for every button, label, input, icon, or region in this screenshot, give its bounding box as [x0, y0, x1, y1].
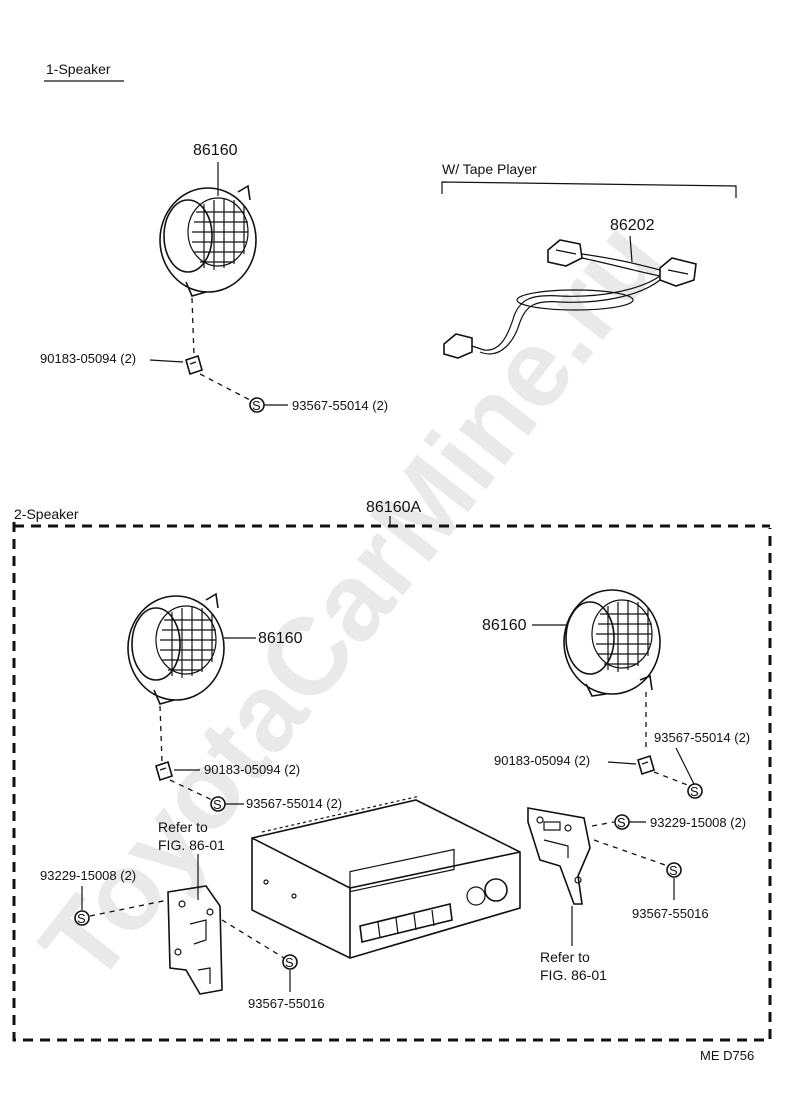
section1-dash-2 — [199, 373, 251, 401]
right-bracket-dash-2 — [593, 839, 669, 867]
right-screw-icon: S — [687, 783, 703, 799]
right-speaker-icon — [563, 589, 661, 697]
watermark-text: ToyotaCarMine.ru — [17, 199, 685, 1005]
left-bracket-icon — [167, 885, 223, 995]
right-bracket-dash-1 — [591, 821, 615, 827]
right-bracket-screw-part: 93229-15008 (2) — [650, 815, 746, 830]
left-bracket-screw-icon: S — [74, 910, 90, 926]
left-bracket-screw2-icon: S — [282, 954, 298, 970]
left-speaker-part: 86160 — [258, 630, 303, 647]
section1-title: 1-Speaker — [46, 61, 111, 77]
right-screw-symbol: S — [690, 784, 699, 799]
footer-code: ME D756 — [700, 1048, 754, 1063]
left-bracket-dash-1 — [89, 899, 169, 917]
left-bracket-screw2-symbol: S — [285, 955, 294, 970]
assembly-part: 86160A — [366, 499, 421, 516]
right-screw-leader — [675, 747, 695, 785]
tape-player-bracket — [441, 181, 737, 198]
nut-icon — [185, 354, 203, 376]
screw-icon: S — [249, 397, 265, 413]
refer-left-line2: FIG. 86-01 — [158, 837, 225, 853]
left-nut-icon — [155, 760, 173, 782]
left-speaker-icon — [127, 592, 225, 705]
screw-symbol: S — [252, 398, 261, 413]
harness-leader — [629, 235, 633, 263]
right-bracket-screw2-part: 93567-55016 — [632, 906, 709, 921]
tape-player-title: W/ Tape Player — [442, 161, 537, 177]
tape-player-group: W/ Tape Player 86202 — [441, 161, 737, 359]
section2-title: 2-Speaker — [14, 506, 79, 522]
right-bracket-icon — [527, 807, 591, 905]
speaker-icon — [159, 184, 257, 297]
refer-right-line1: Refer to — [540, 949, 590, 965]
section1-nut-part: 90183-05094 (2) — [40, 351, 136, 366]
radio-unit-icon — [251, 795, 521, 959]
refer-left-line1: Refer to — [158, 819, 208, 835]
left-bracket-screw2-part: 93567-55016 — [248, 996, 325, 1011]
right-bracket-screw-symbol: S — [617, 815, 626, 830]
section2-frame — [12, 522, 772, 1042]
right-dash-2 — [653, 771, 691, 787]
section1-nut-leader — [149, 359, 184, 363]
right-bracket-screw-icon: S — [614, 814, 630, 830]
right-nut-icon — [637, 754, 655, 776]
refer-right-line2: FIG. 86-01 — [540, 967, 607, 983]
left-screw-part: 93567-55014 (2) — [246, 796, 342, 811]
left-dash-2 — [169, 779, 213, 801]
left-screw-symbol: S — [213, 797, 222, 812]
right-screw-part: 93567-55014 (2) — [654, 730, 750, 745]
left-bracket-dash-2 — [221, 919, 285, 959]
right-bracket-screw2-symbol: S — [669, 863, 678, 878]
section-2-speaker: 2-Speaker 86160A 86160 90183-05094 (2) S… — [12, 499, 772, 1042]
right-bracket-screw2-icon: S — [666, 862, 682, 878]
section1-speaker-part: 86160 — [193, 142, 238, 159]
section1-screw-part: 93567-55014 (2) — [292, 398, 388, 413]
right-nut-part: 90183-05094 (2) — [494, 753, 590, 768]
left-bracket-screw-part: 93229-15008 (2) — [40, 868, 136, 883]
right-nut-leader — [607, 761, 637, 765]
left-bracket-screw-symbol: S — [77, 911, 86, 926]
left-nut-part: 90183-05094 (2) — [204, 762, 300, 777]
harness-part: 86202 — [610, 217, 655, 234]
section1-dash-1 — [191, 297, 195, 357]
wire-harness-icon — [443, 239, 697, 359]
right-speaker-part: 86160 — [482, 617, 527, 634]
section-1-speaker: 1-Speaker 86160 90183-05094 (2) S 93567-… — [40, 61, 388, 413]
